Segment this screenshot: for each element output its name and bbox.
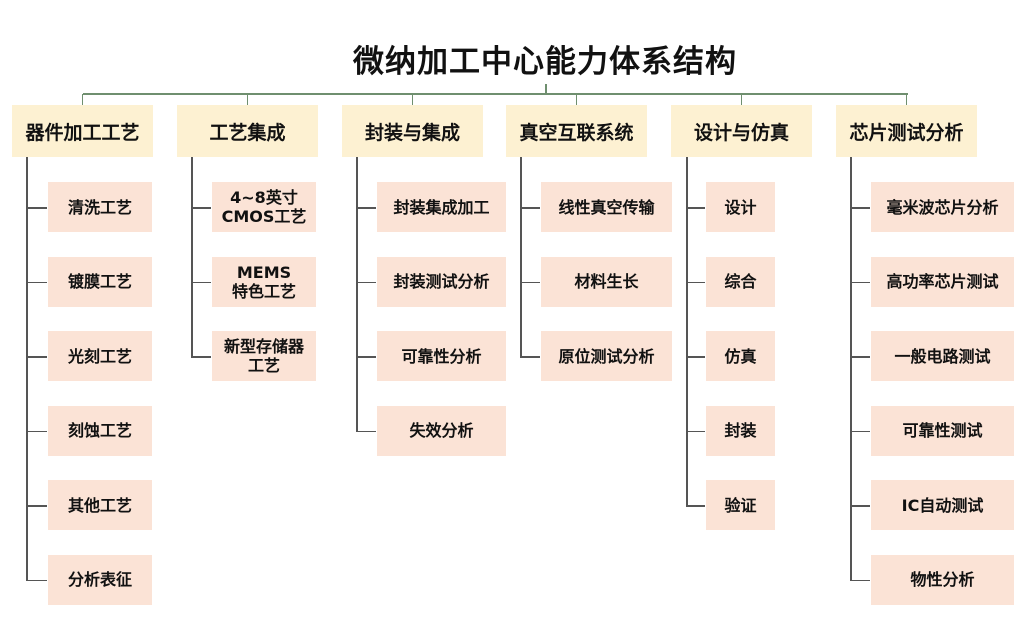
item-branch-connector: [850, 579, 870, 581]
title-connector: [545, 84, 547, 95]
sub-item-box[interactable]: 仿真: [706, 331, 775, 381]
sub-item-box[interactable]: 综合: [706, 256, 775, 307]
sub-item-box[interactable]: 封装: [706, 405, 775, 456]
item-branch-connector: [26, 505, 47, 507]
top-branch-connector: [82, 94, 83, 105]
item-branch-connector: [356, 281, 376, 283]
item-branch-connector: [356, 430, 376, 432]
item-branch-connector: [686, 356, 705, 358]
item-branch-connector: [356, 356, 376, 358]
category-box[interactable]: 设计与仿真: [671, 105, 812, 157]
sub-item-box[interactable]: 光刻工艺: [48, 331, 152, 381]
item-branch-connector: [850, 281, 870, 283]
item-branch-connector: [686, 281, 705, 283]
item-branch-connector: [191, 207, 211, 209]
category-box[interactable]: 真空互联系统: [506, 105, 647, 157]
item-branch-connector: [191, 281, 211, 283]
sub-item-box[interactable]: 原位测试分析: [541, 331, 672, 381]
item-branch-connector: [850, 505, 870, 507]
sub-item-box[interactable]: 材料生长: [541, 256, 672, 307]
item-branch-connector: [26, 579, 47, 581]
item-branch-connector: [520, 207, 540, 209]
item-branch-connector: [26, 356, 47, 358]
item-branch-connector: [26, 430, 47, 432]
item-branch-connector: [686, 207, 705, 209]
sub-item-box[interactable]: 验证: [706, 480, 775, 530]
sub-item-box[interactable]: 4~8英寸 CMOS工艺: [212, 182, 316, 232]
sub-item-box[interactable]: 镀膜工艺: [48, 256, 152, 307]
category-vertical-connector: [520, 157, 522, 356]
category-vertical-connector: [356, 157, 358, 431]
item-branch-connector: [191, 356, 211, 358]
sub-item-box[interactable]: 清洗工艺: [48, 182, 152, 232]
item-branch-connector: [850, 356, 870, 358]
sub-item-box[interactable]: 刻蚀工艺: [48, 405, 152, 456]
sub-item-box[interactable]: 新型存储器 工艺: [212, 331, 316, 381]
sub-item-box[interactable]: 物性分析: [871, 554, 1014, 605]
top-branch-connector: [576, 94, 577, 105]
top-branch-connector: [906, 94, 907, 105]
item-branch-connector: [356, 207, 376, 209]
item-branch-connector: [686, 430, 705, 432]
sub-item-box[interactable]: 可靠性分析: [377, 331, 506, 381]
item-branch-connector: [520, 356, 540, 358]
category-box[interactable]: 器件加工工艺: [12, 105, 153, 157]
sub-item-box[interactable]: 可靠性测试: [871, 405, 1014, 456]
category-box[interactable]: 封装与集成: [342, 105, 483, 157]
top-branch-connector: [741, 94, 742, 105]
item-branch-connector: [520, 281, 540, 283]
sub-item-box[interactable]: 失效分析: [377, 405, 506, 456]
sub-item-box[interactable]: 封装集成加工: [377, 182, 506, 232]
sub-item-box[interactable]: 线性真空传输: [541, 182, 672, 232]
sub-item-box[interactable]: IC自动测试: [871, 480, 1014, 530]
sub-item-box[interactable]: 其他工艺: [48, 480, 152, 530]
item-branch-connector: [26, 281, 47, 283]
item-branch-connector: [850, 207, 870, 209]
category-vertical-connector: [686, 157, 688, 505]
category-vertical-connector: [850, 157, 852, 580]
top-branch-connector: [247, 94, 248, 105]
sub-item-box[interactable]: 高功率芯片测试: [871, 256, 1014, 307]
diagram-title: 微纳加工中心能力体系结构: [353, 44, 737, 80]
sub-item-box[interactable]: 分析表征: [48, 554, 152, 605]
item-branch-connector: [686, 505, 705, 507]
top-connector-bar: [83, 93, 908, 95]
sub-item-box[interactable]: MEMS 特色工艺: [212, 256, 316, 307]
sub-item-box[interactable]: 封装测试分析: [377, 256, 506, 307]
sub-item-box[interactable]: 设计: [706, 182, 775, 232]
category-vertical-connector: [191, 157, 193, 356]
sub-item-box[interactable]: 毫米波芯片分析: [871, 182, 1014, 232]
category-box[interactable]: 工艺集成: [177, 105, 318, 157]
category-vertical-connector: [26, 157, 28, 580]
category-box[interactable]: 芯片测试分析: [836, 105, 977, 157]
item-branch-connector: [26, 207, 47, 209]
sub-item-box[interactable]: 一般电路测试: [871, 331, 1014, 381]
item-branch-connector: [850, 430, 870, 432]
top-branch-connector: [412, 94, 413, 105]
